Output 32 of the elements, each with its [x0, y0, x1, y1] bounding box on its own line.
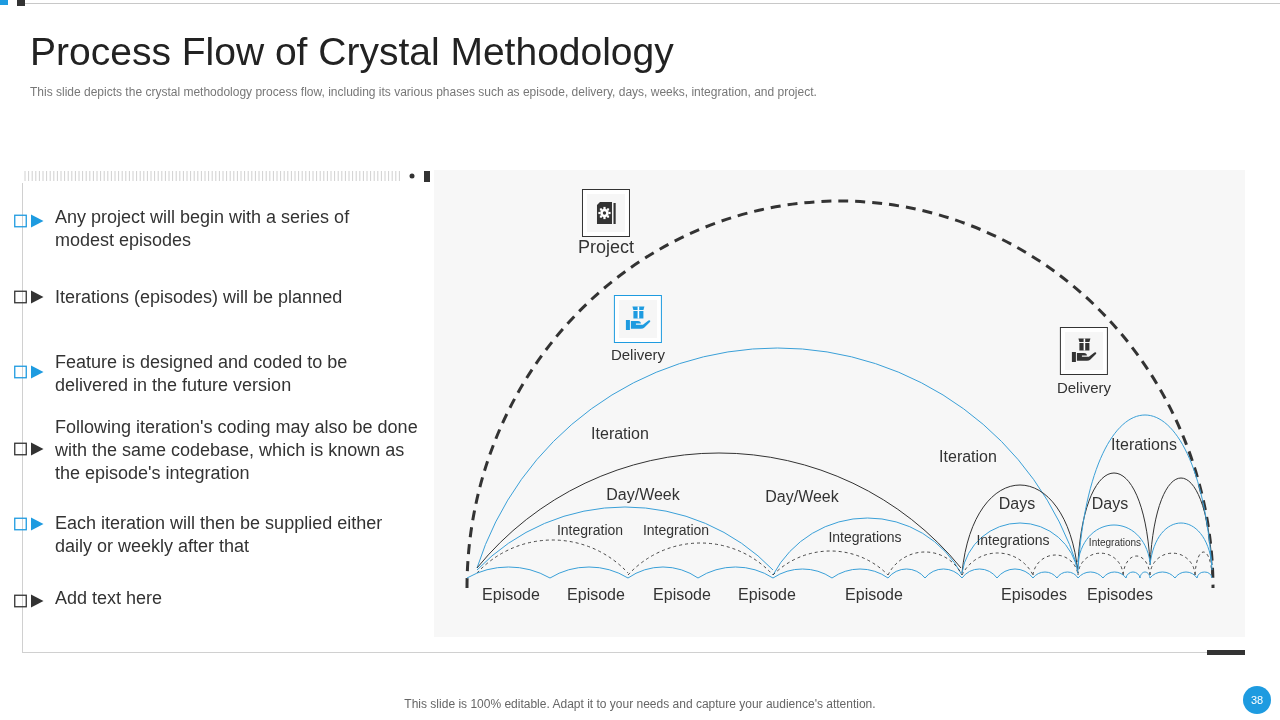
episode-label: Episode	[653, 586, 711, 604]
arc-label: Iteration	[591, 425, 649, 443]
node-label: Project	[578, 237, 634, 258]
node-label: Delivery	[1056, 379, 1112, 397]
page-number: 38	[1243, 686, 1271, 714]
arc-label: Days	[998, 495, 1036, 513]
bullet-text: Each iteration will then be supplied either daily or weekly after that	[55, 511, 384, 558]
slide-subtitle: This slide depicts the crystal methodology process flow, including its various phases such as episode, delivery, days, weeks, integration, and project.	[30, 85, 817, 100]
arc-label: Iterations	[1111, 436, 1177, 454]
arc-label: Integration	[642, 522, 710, 538]
bullet-text: Iterations (episodes) will be planned	[55, 285, 344, 309]
bullet-text: Any project will begin with a series of modest episodes	[55, 205, 351, 252]
arc-label: Days	[1091, 495, 1129, 513]
arc-label: Iteration	[939, 448, 997, 466]
bullet-text: Feature is designed and coded to be delivered in the future version	[55, 350, 349, 397]
episode-label: Episode	[845, 586, 903, 604]
arc-label: Integrations	[976, 532, 1050, 548]
episode-label: Episodes	[1001, 586, 1067, 604]
arc-label: Integrations	[1088, 537, 1142, 549]
episode-label: Episodes	[1087, 586, 1153, 604]
arc-label: Day/Week	[765, 488, 839, 506]
bullet-text: Following iteration's coding may also be done with the same codebase, which is known as the episode's integration	[55, 415, 419, 485]
node-label: Delivery	[610, 346, 666, 364]
episode-label: Episode	[482, 586, 540, 604]
bullet-text: Add text here	[55, 586, 164, 610]
episode-label: Episode	[738, 586, 796, 604]
arc-label: Integrations	[828, 529, 902, 545]
episode-label: Episode	[567, 586, 625, 604]
slide-title: Process Flow of Crystal Methodology	[30, 31, 674, 73]
arc-label: Day/Week	[606, 486, 680, 504]
footer-note: This slide is 100% editable. Adapt it to your needs and capture your audience's attention.	[404, 697, 876, 711]
arc-label: Integration	[556, 522, 624, 538]
